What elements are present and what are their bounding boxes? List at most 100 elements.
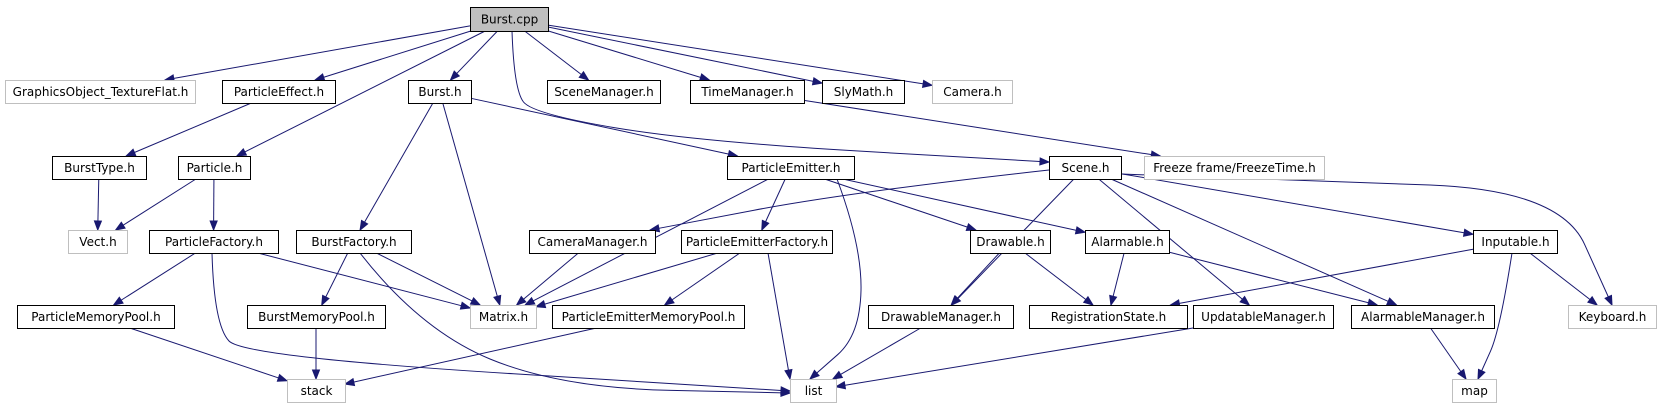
node-box[interactable]: [1568, 305, 1657, 329]
node-box[interactable]: [247, 305, 386, 329]
node-drawmgr[interactable]: DrawableManager.h: [868, 305, 1014, 329]
node-box[interactable]: [1029, 305, 1188, 329]
node-box[interactable]: [790, 379, 837, 403]
edge-alarmable-to-regstate: [1109, 252, 1125, 307]
node-box[interactable]: [5, 80, 196, 104]
edge-arrowhead: [1074, 226, 1087, 235]
node-label: Burst.cpp: [481, 13, 538, 27]
edge-arrowhead: [950, 295, 961, 307]
edge-arrowhead: [811, 77, 824, 86]
node-pefactory[interactable]: ParticleEmitterFactory.h: [681, 230, 833, 254]
node-burst_h[interactable]: Burst.h: [408, 80, 472, 104]
node-box[interactable]: [408, 80, 472, 104]
node-label: Burst.h: [418, 85, 461, 99]
node-slymath[interactable]: SlyMath.h: [822, 80, 905, 104]
edge-inputable-to-map: [1477, 252, 1513, 381]
node-matrix[interactable]: Matrix.h: [470, 305, 537, 329]
node-label: GraphicsObject_TextureFlat.h: [13, 85, 189, 99]
node-cammgr[interactable]: CameraManager.h: [529, 230, 656, 254]
node-box[interactable]: [296, 230, 412, 254]
node-label: DrawableManager.h: [881, 310, 1001, 324]
edge-arrowhead: [313, 73, 326, 82]
node-gotf[interactable]: GraphicsObject_TextureFlat.h: [5, 80, 196, 104]
edge-pmempool-to-stack: [129, 327, 289, 382]
node-scene[interactable]: Scene.h: [1049, 156, 1122, 180]
node-box[interactable]: [529, 230, 656, 254]
node-box[interactable]: [470, 7, 549, 32]
node-box[interactable]: [1351, 305, 1495, 329]
node-box[interactable]: [868, 305, 1014, 329]
node-label: CameraManager.h: [537, 235, 647, 249]
node-map[interactable]: map: [1452, 379, 1497, 403]
edge-arrowhead: [515, 295, 527, 306]
node-box[interactable]: [1049, 156, 1122, 180]
node-label: UpdatableManager.h: [1201, 310, 1326, 324]
edge-line: [1480, 252, 1513, 373]
node-updmgr[interactable]: UpdatableManager.h: [1193, 305, 1334, 329]
node-freeze[interactable]: Freeze frame/FreezeTime.h: [1144, 156, 1325, 180]
node-box[interactable]: [822, 80, 905, 104]
node-box[interactable]: [1452, 379, 1497, 403]
node-bmempool[interactable]: BurstMemoryPool.h: [247, 305, 386, 329]
node-label: SlyMath.h: [834, 85, 894, 99]
edge-particle-to-vect: [114, 178, 197, 231]
node-box[interactable]: [149, 230, 279, 254]
node-box[interactable]: [1085, 230, 1170, 254]
node-inputable[interactable]: Inputable.h: [1473, 230, 1558, 254]
node-box[interactable]: [68, 230, 128, 254]
node-list[interactable]: list: [790, 379, 837, 403]
edge-pfactory-to-pmempool: [112, 252, 196, 306]
node-regstate[interactable]: RegistrationState.h: [1029, 305, 1188, 329]
edge-bmempool-to-stack: [311, 328, 321, 381]
node-pmempool[interactable]: ParticleMemoryPool.h: [17, 305, 175, 329]
edge-line: [547, 26, 816, 83]
edge-arrowhead: [1604, 294, 1613, 307]
edge-arrowhead: [114, 221, 126, 231]
edge-scene-to-alarmmgr: [1110, 178, 1398, 306]
node-label: TimeManager.h: [700, 85, 793, 99]
node-scenemgr[interactable]: SceneManager.h: [547, 80, 661, 104]
edge-arrowhead: [921, 79, 934, 88]
node-drawable[interactable]: Drawable.h: [970, 230, 1051, 254]
node-alarmable[interactable]: Alarmable.h: [1085, 230, 1170, 254]
node-box[interactable]: [287, 379, 346, 403]
node-peffect[interactable]: ParticleEffect.h: [222, 80, 336, 104]
edge-pemitter-to-drawable: [824, 178, 978, 231]
node-camera[interactable]: Camera.h: [932, 80, 1013, 104]
edge-drawable-to-regstate: [1024, 252, 1095, 306]
node-particle[interactable]: Particle.h: [178, 156, 251, 180]
edge-bfactory-to-matrix: [376, 252, 482, 306]
node-pfactory[interactable]: ParticleFactory.h: [149, 230, 279, 254]
node-box[interactable]: [1193, 305, 1334, 329]
node-label: map: [1461, 384, 1488, 398]
node-box[interactable]: [690, 80, 805, 104]
node-box[interactable]: [727, 156, 855, 180]
node-box[interactable]: [552, 305, 745, 329]
node-stack[interactable]: stack: [287, 379, 346, 403]
node-timemgr[interactable]: TimeManager.h: [690, 80, 805, 104]
node-box[interactable]: [178, 156, 251, 180]
node-bursttype[interactable]: BurstType.h: [52, 156, 147, 180]
node-box[interactable]: [681, 230, 833, 254]
node-alarmmgr[interactable]: AlarmableManager.h: [1351, 305, 1495, 329]
node-label: Inputable.h: [1481, 235, 1549, 249]
node-bfactory[interactable]: BurstFactory.h: [296, 230, 412, 254]
node-box[interactable]: [222, 80, 336, 104]
node-box[interactable]: [1473, 230, 1558, 254]
edge-arrowhead: [276, 373, 289, 382]
edge-pfactory-to-matrix: [257, 252, 472, 310]
node-box[interactable]: [52, 156, 147, 180]
node-box[interactable]: [17, 305, 175, 329]
node-box[interactable]: [547, 80, 661, 104]
node-burst_cpp[interactable]: Burst.cpp: [470, 7, 549, 32]
edge-updmgr-to-list: [834, 327, 1194, 390]
node-box[interactable]: [932, 80, 1013, 104]
node-keyboard[interactable]: Keyboard.h: [1568, 305, 1657, 329]
node-vect[interactable]: Vect.h: [68, 230, 128, 254]
node-box[interactable]: [470, 305, 537, 329]
node-box[interactable]: [970, 230, 1051, 254]
node-pemitter[interactable]: ParticleEmitter.h: [727, 156, 855, 180]
node-box[interactable]: [1144, 156, 1325, 180]
node-pemempool[interactable]: ParticleEmitterMemoryPool.h: [552, 305, 745, 329]
